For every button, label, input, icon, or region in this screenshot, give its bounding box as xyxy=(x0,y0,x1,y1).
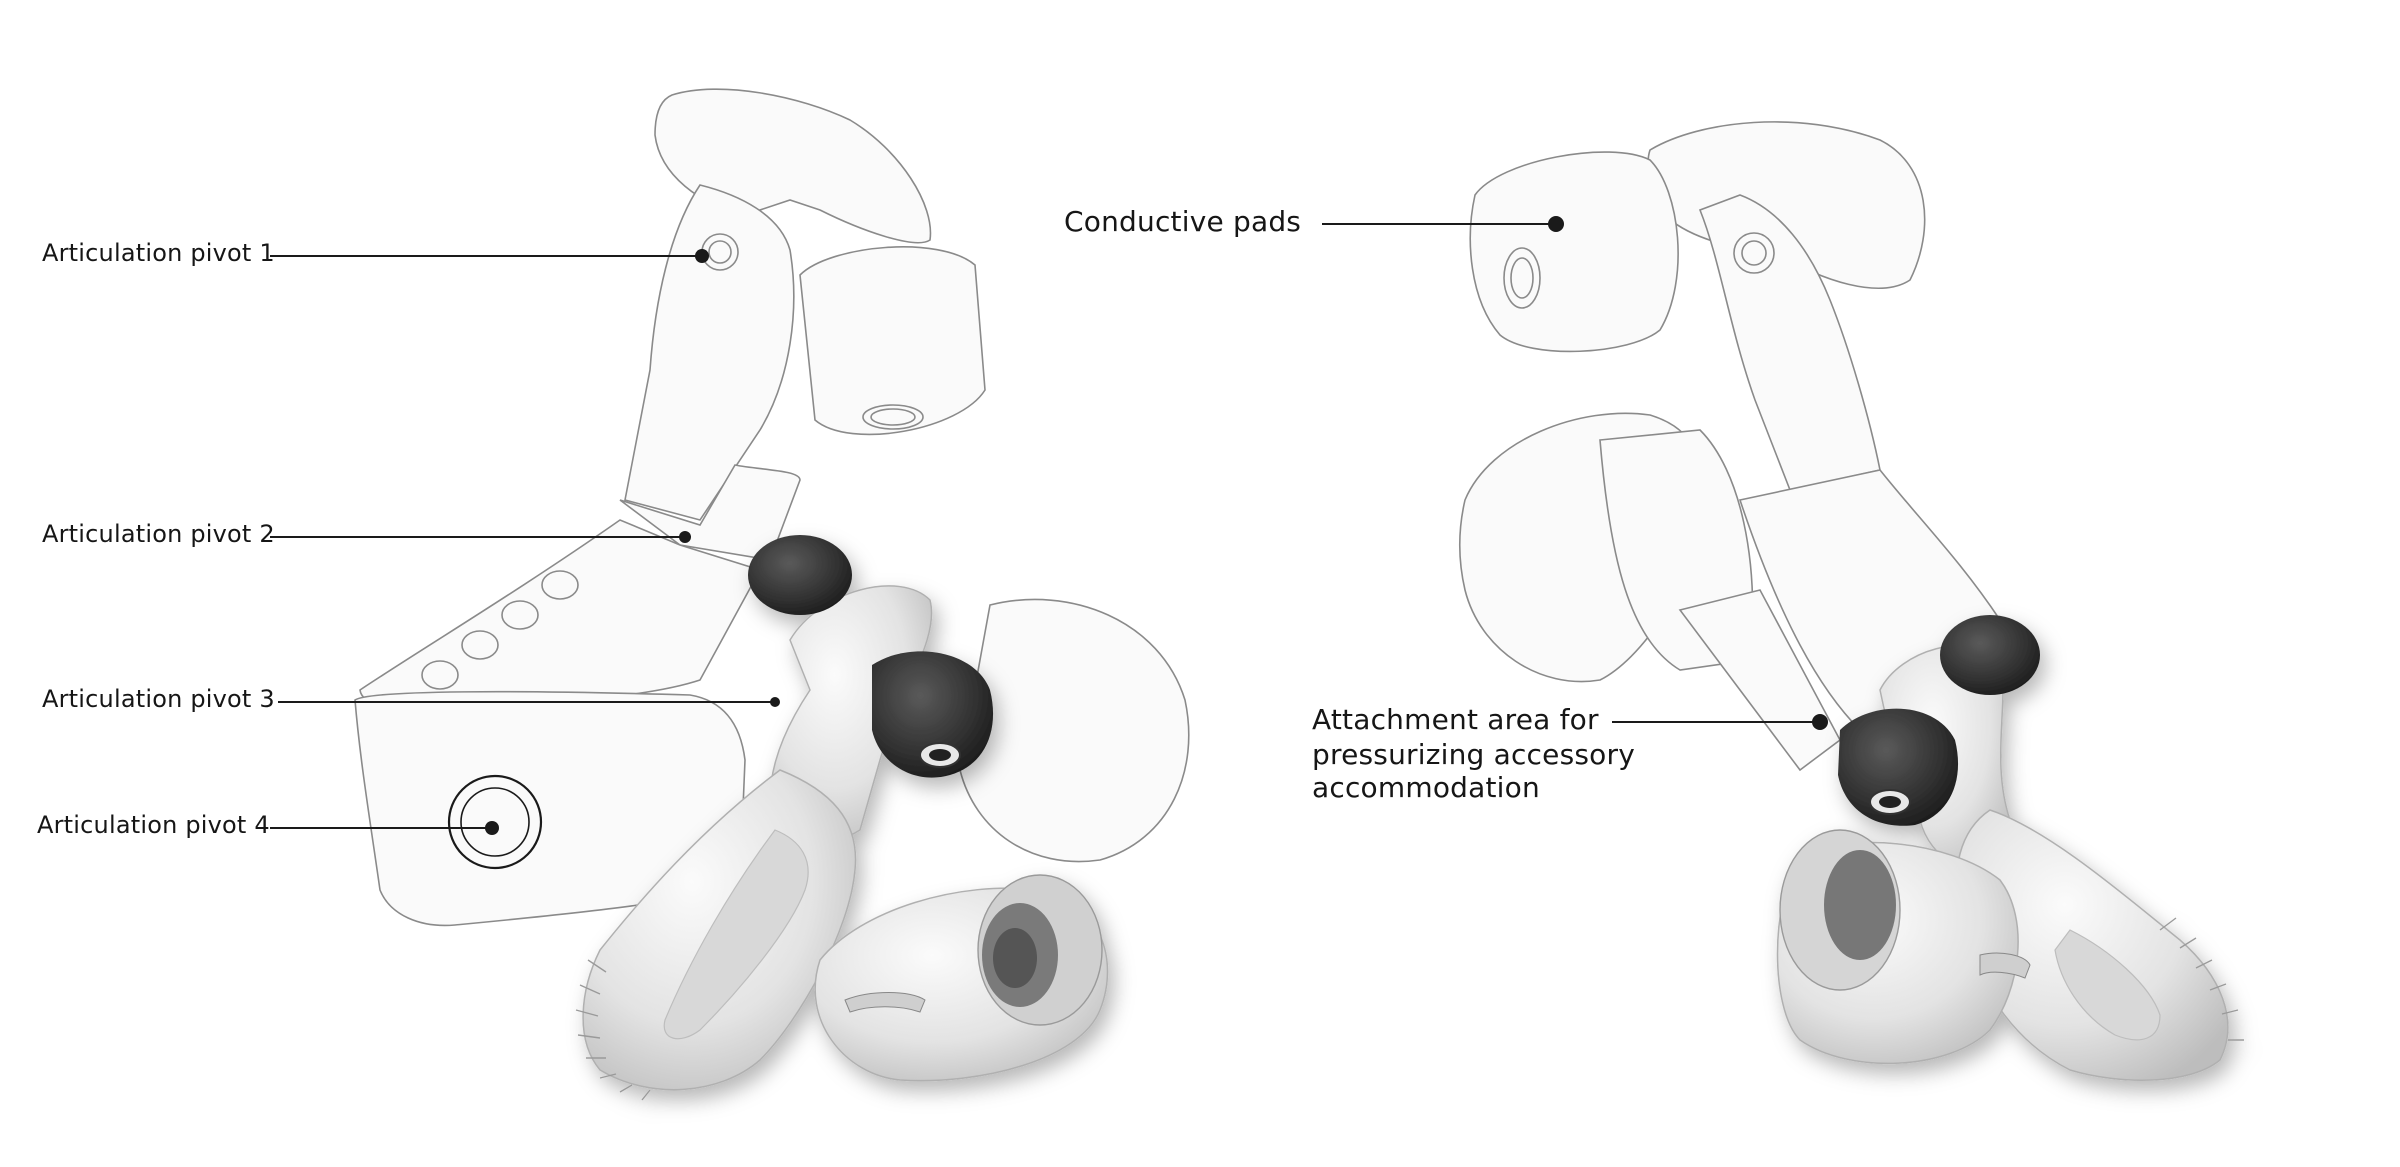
dot-pivot-4 xyxy=(485,821,499,835)
left-round-earbud-sketch xyxy=(959,598,1190,863)
right-pivot-ring-sketch xyxy=(1733,232,1775,274)
label-pivot-2: Articulation pivot 2 xyxy=(42,520,275,548)
left-pad-sketch xyxy=(799,246,986,436)
label-pivot-4: Articulation pivot 4 xyxy=(37,811,270,839)
label-attachment-line-1: Attachment area for xyxy=(1312,703,1599,736)
right-ridged-tread xyxy=(2159,917,2244,1041)
dot-conductive-pads xyxy=(1548,216,1564,232)
pivot-4-inner-ring xyxy=(460,787,530,857)
label-pivot-1: Articulation pivot 1 xyxy=(42,239,275,267)
left-sketch-assembly xyxy=(354,88,1190,927)
dot-pivot-2 xyxy=(679,531,691,543)
label-conductive-pads: Conductive pads xyxy=(1064,205,1302,238)
left-black-pad-front xyxy=(872,651,994,778)
right-housing-recess xyxy=(2054,929,2161,1041)
label-attachment-line-3: accommodation xyxy=(1312,771,1540,804)
right-black-pad-front xyxy=(1838,708,1959,826)
dot-attachment-area xyxy=(1812,714,1828,730)
left-upper-arm-sketch xyxy=(624,184,795,521)
right-black-pad-top xyxy=(1940,615,2040,695)
dot-pivot-1 xyxy=(695,249,709,263)
leader-lines xyxy=(270,216,1828,835)
left-rendered-assembly xyxy=(575,535,1109,1101)
right-sketch-assembly xyxy=(1458,121,2002,772)
label-pivot-3: Articulation pivot 3 xyxy=(42,685,275,713)
left-mid-block-sketch xyxy=(619,464,801,561)
right-pad-sketch xyxy=(1469,151,1679,353)
right-rendered-assembly xyxy=(1776,615,2244,1081)
left-black-pad-top xyxy=(748,535,852,615)
left-housing-recess xyxy=(663,829,809,1040)
left-ridged-tread xyxy=(575,959,651,1101)
dot-pivot-3 xyxy=(770,697,780,707)
label-attachment-line-2: pressurizing accessory xyxy=(1312,738,1635,771)
pivot-4-outer-ring xyxy=(447,774,543,870)
